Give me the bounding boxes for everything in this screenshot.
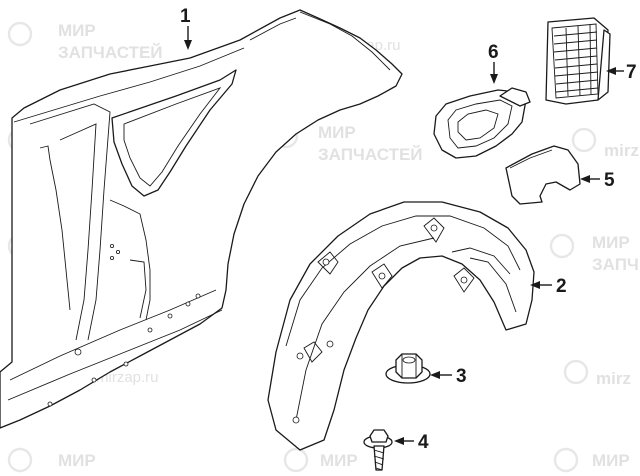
callout-1: 1 <box>180 6 192 50</box>
wheel-arch-liner[interactable] <box>267 201 535 451</box>
watermark-line1: МИР <box>592 451 630 470</box>
watermark-logo-icon <box>283 447 309 473</box>
liner-hole <box>322 258 330 266</box>
watermark-logo-icon <box>571 127 597 153</box>
liner-hole <box>378 272 386 280</box>
liner-boss <box>371 263 393 289</box>
watermark-right-low: mirz <box>563 359 631 388</box>
watermark-logo-icon <box>7 447 33 473</box>
callout-number: 5 <box>604 170 615 191</box>
arrow-icon <box>394 437 404 445</box>
watermark-line2: ЗАПЧАСТЕЙ <box>58 43 163 62</box>
liner-boss <box>303 341 323 363</box>
callout-5: 5 <box>580 170 615 191</box>
panel-hole <box>167 313 173 319</box>
callout-number: 3 <box>456 366 467 387</box>
arrow-icon <box>430 371 440 379</box>
panel-hole <box>91 377 97 383</box>
liner-hole <box>460 276 468 284</box>
watermark-logo-icon <box>553 447 579 473</box>
watermark-logo-icon <box>7 21 33 47</box>
fuel-filler-housing[interactable] <box>433 87 531 159</box>
watermark-bottom-mid: МИР <box>283 447 358 473</box>
callout-number: 4 <box>418 432 429 453</box>
liner-hole <box>296 352 304 360</box>
watermark-short: mirz <box>604 141 639 160</box>
panel-hole <box>110 243 115 248</box>
callout-4: 4 <box>394 432 429 453</box>
callout-7: 7 <box>606 62 637 83</box>
quarter-panel[interactable] <box>0 9 403 429</box>
watermark-line1: МИР <box>58 451 96 470</box>
panel-hole <box>195 293 201 299</box>
panel-hole <box>123 361 129 367</box>
panel-hole <box>116 249 121 254</box>
watermark-bottom-right: МИР <box>553 447 630 473</box>
callout-2: 2 <box>530 276 567 297</box>
watermark-line1: МИР <box>58 21 96 40</box>
air-vent[interactable] <box>545 17 611 105</box>
liner-boss <box>317 251 339 275</box>
liner-hole <box>326 340 334 348</box>
watermark-short2: ЗАПЧ <box>592 255 639 274</box>
watermark-line1: МИР <box>320 451 358 470</box>
liner-hole <box>292 416 300 424</box>
arrow-icon <box>530 281 540 289</box>
panel-hole <box>110 255 115 260</box>
callout-number: 2 <box>556 276 567 297</box>
screw[interactable] <box>363 429 393 471</box>
panel-hole <box>185 301 191 307</box>
watermark-logo-icon <box>563 359 589 385</box>
callout-6: 6 <box>488 42 499 84</box>
fuel-door[interactable] <box>505 145 581 205</box>
arrow-icon <box>184 40 192 50</box>
callout-number: 6 <box>488 42 499 63</box>
arrow-icon <box>580 175 590 183</box>
watermark-short: mirz <box>596 369 631 388</box>
panel-hole <box>147 327 153 333</box>
arrow-icon <box>490 74 498 84</box>
arrow-icon <box>606 67 616 75</box>
callout-number: 7 <box>626 62 637 83</box>
watermark-right-top: mirz <box>571 127 639 160</box>
watermark-line2: ЗАПЧАСТЕЙ <box>318 145 423 164</box>
liner-boss <box>423 217 445 243</box>
liner-boss <box>453 267 475 293</box>
watermark-url-bottom: mirzap.ru <box>96 369 159 386</box>
liner-hole <box>430 224 438 232</box>
watermark-line1: МИР <box>318 123 356 142</box>
flange-nut[interactable] <box>385 353 431 384</box>
callout-3: 3 <box>430 366 467 387</box>
watermark-logo-icon <box>549 233 575 259</box>
watermark-tl: МИР ЗАПЧАСТЕЙ <box>7 21 163 62</box>
watermark-line1: МИР <box>592 233 630 252</box>
panel-hole <box>47 401 53 407</box>
panel-hole <box>74 348 82 356</box>
watermark-bottom-left: МИР <box>7 447 96 473</box>
watermark-mid-right: МИР ЗАПЧАСТЕЙ <box>273 123 423 164</box>
callout-number: 1 <box>180 6 191 27</box>
watermark-right-mid: МИР ЗАПЧ <box>549 233 639 274</box>
